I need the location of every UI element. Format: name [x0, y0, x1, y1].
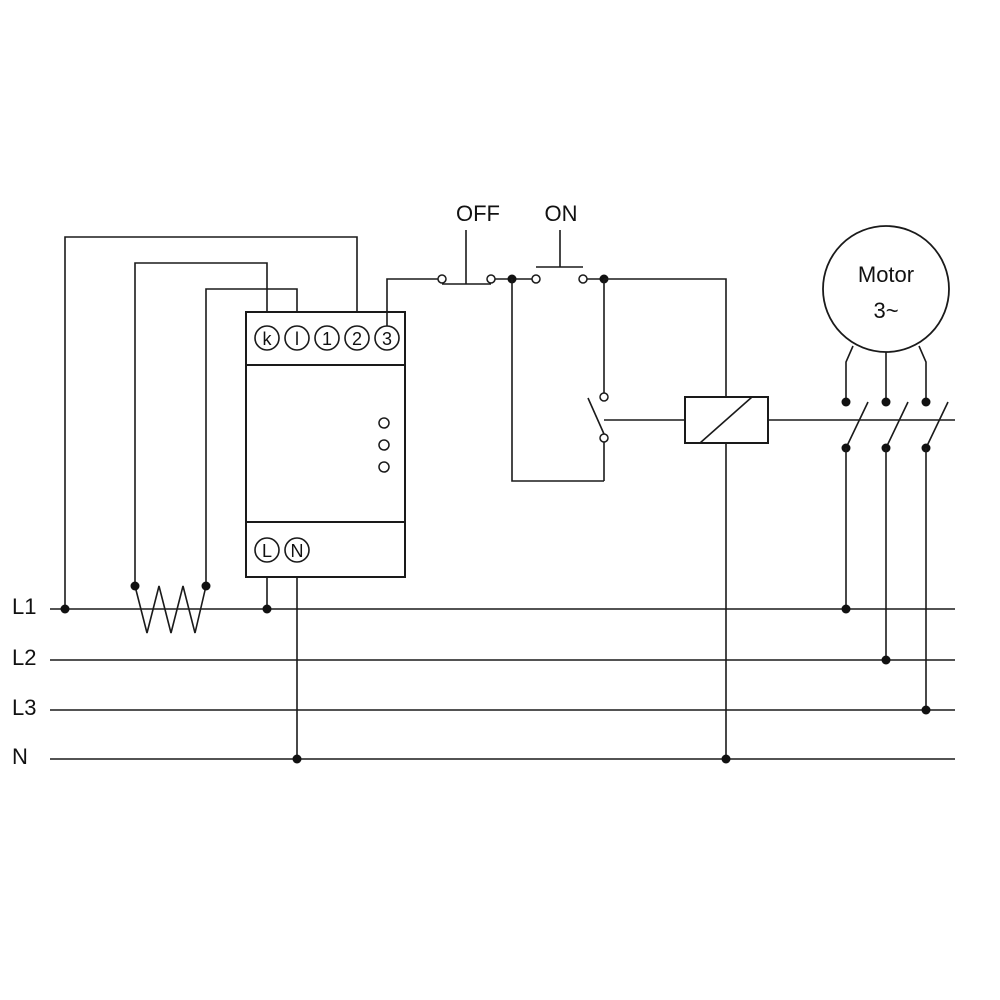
junction-dot: [130, 581, 140, 591]
svg-text:2: 2: [352, 329, 362, 349]
power-buses: L1 L2 L3 N: [12, 594, 955, 769]
junction-dot: [262, 604, 272, 614]
label-l2: L2: [12, 645, 36, 670]
terminal-k: k: [254, 325, 280, 351]
wire-terminal-3-to-off: [386, 278, 438, 326]
terminal-3: 3: [374, 325, 400, 351]
main-contact-l3: [918, 345, 949, 715]
motor-phase-label: 3~: [873, 298, 898, 323]
svg-text:L: L: [262, 541, 272, 561]
svg-text:N: N: [291, 541, 304, 561]
on-pushbutton: ON: [531, 201, 588, 284]
junction-dot: [60, 604, 70, 614]
terminal-supply-N: N: [284, 537, 310, 563]
led-indicator: [378, 417, 390, 429]
contactor-coil: [684, 396, 955, 444]
motor-circuit: Motor 3~: [822, 225, 950, 715]
label-l1: L1: [12, 594, 36, 619]
off-pushbutton: OFF: [437, 201, 500, 285]
control-circuit: OFF ON: [386, 201, 955, 764]
svg-text:3: 3: [382, 329, 392, 349]
junction-dot: [292, 754, 302, 764]
led-indicator: [378, 439, 390, 451]
wire-resistor-to-terminal-l: [205, 288, 298, 586]
main-contact-l1: [841, 345, 869, 614]
motor-label: Motor: [858, 262, 914, 287]
motor-symbol: Motor 3~: [822, 225, 950, 353]
resistor-zigzag: [134, 585, 207, 634]
terminal-supply-L: L: [254, 537, 280, 563]
wire-resistor-to-terminal-k: [134, 262, 268, 586]
on-label: ON: [545, 201, 578, 226]
wire-l1-to-terminal-2: [64, 236, 358, 609]
sense-wiring: [60, 236, 358, 764]
led-indicator: [378, 461, 390, 473]
terminal-2: 2: [344, 325, 370, 351]
svg-text:1: 1: [322, 329, 332, 349]
label-l3: L3: [12, 695, 36, 720]
control-module: k l 1 2 3 L N: [245, 311, 406, 578]
junction-dot: [201, 581, 211, 591]
label-n: N: [12, 744, 28, 769]
svg-text:l: l: [295, 329, 299, 349]
wire-coil-return-to-n: [604, 278, 727, 759]
svg-text:k: k: [263, 329, 273, 349]
holding-contact: [511, 279, 685, 482]
junction-dot: [721, 754, 731, 764]
off-label: OFF: [456, 201, 500, 226]
main-contact-l2: [881, 352, 909, 665]
terminal-1: 1: [314, 325, 340, 351]
terminal-l: l: [284, 325, 310, 351]
